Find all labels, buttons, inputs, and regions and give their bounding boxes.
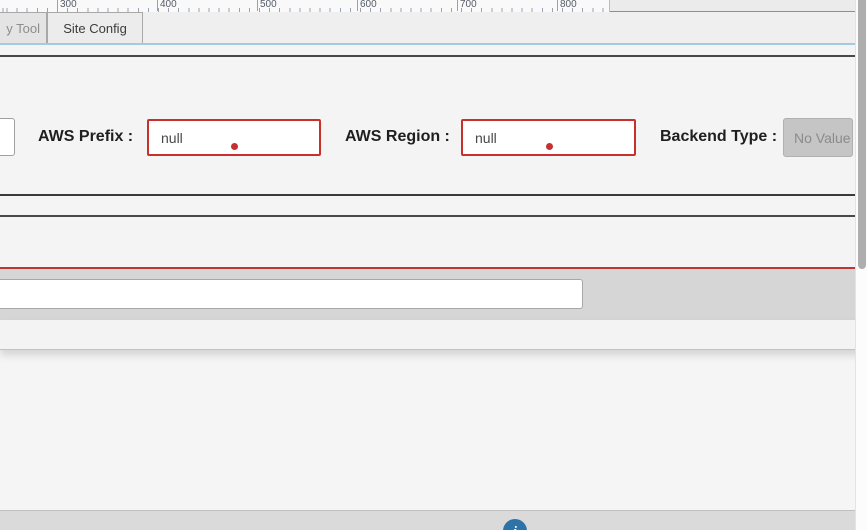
tab-site-config-label: Site Config <box>63 20 127 36</box>
tab-bar: y Tool Site Config <box>0 12 855 43</box>
text-input[interactable] <box>0 279 583 309</box>
divider-top <box>0 55 855 57</box>
tab-site-config[interactable]: Site Config <box>47 12 143 43</box>
ruler-label-600: 600 <box>357 0 377 11</box>
aws-region-input[interactable]: null <box>461 119 636 156</box>
aws-region-value: null <box>475 129 497 146</box>
aws-prefix-input[interactable]: null <box>147 119 321 156</box>
horizontal-ruler: 300 400 500 600 700 800 <box>0 0 610 12</box>
backend-type-label: Backend Type : <box>660 128 778 145</box>
divider-1 <box>0 194 855 196</box>
section-panel <box>0 320 867 350</box>
backend-type-value: No Value <box>794 129 851 146</box>
aws-region-label: AWS Region : <box>345 128 450 145</box>
aws-prefix-value: null <box>161 129 183 146</box>
ruler-label-500: 500 <box>257 0 277 11</box>
error-dot-icon <box>231 143 238 150</box>
scrollbar-thumb[interactable] <box>858 0 866 269</box>
ruler-strip: 300 400 500 600 700 800 <box>0 0 855 12</box>
divider-2 <box>0 215 855 217</box>
info-icon-glyph: i <box>513 523 517 530</box>
tab-accent-line <box>0 43 855 45</box>
content-area <box>0 350 867 510</box>
tab-y-tool-label: y Tool <box>6 20 40 36</box>
partial-input-left[interactable] <box>0 118 15 156</box>
backend-type-select[interactable]: No Value <box>783 118 853 157</box>
ruler-label-800: 800 <box>557 0 577 11</box>
divider-red <box>0 267 855 269</box>
ruler-ticks <box>0 8 610 12</box>
aws-prefix-label: AWS Prefix : <box>38 128 134 145</box>
scrollbar[interactable] <box>855 0 867 530</box>
footer-bar: i <box>0 510 867 530</box>
toolbar-band <box>0 269 855 320</box>
info-icon[interactable]: i <box>503 519 527 530</box>
error-dot-icon <box>545 143 553 150</box>
ruler-label-300: 300 <box>57 0 77 11</box>
ruler-label-700: 700 <box>457 0 477 11</box>
tab-y-tool[interactable]: y Tool <box>0 12 47 43</box>
ruler-label-400: 400 <box>157 0 177 11</box>
